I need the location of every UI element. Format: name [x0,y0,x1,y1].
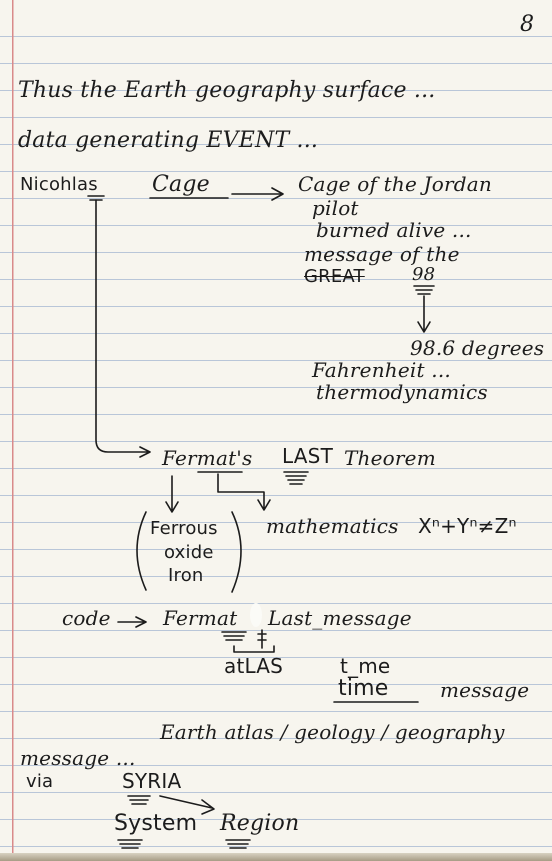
syria-arrow [159,795,215,815]
word-iron: Iron [168,565,204,586]
word-mathematics: mathematics [266,514,399,538]
word-last-message: Last_message [268,606,412,630]
word-cage: Cage [152,172,210,197]
word-nicholas: Nicohlas [20,174,98,195]
word-code: code [62,606,111,630]
line-cage-of-jordan: Cage of the Jordan [298,172,492,196]
ferrous-arrow [165,475,179,513]
word-fermats: Fermat's [162,446,253,470]
nicholas-to-fermat-arrow [95,199,151,458]
left-paren [136,511,147,591]
fermat-ticks [221,631,247,641]
line-burned-alive: burned alive ... [316,218,472,242]
syria-ticks [127,795,151,805]
word-oxide: oxide [164,542,214,563]
cage-arrow [231,187,284,201]
word-message-tail: message [440,678,530,702]
line-message-of: message of the [304,242,460,266]
code-arrow [117,616,147,628]
word-t-me: t_me [340,654,391,678]
word-system: System [114,811,198,836]
ninety-eight-ticks [413,285,435,295]
word-last: LAST [282,444,333,468]
word-region: Region [220,811,300,836]
word-time: time [338,676,389,701]
page-number: 8 [520,12,535,37]
ninety-eight-arrow [417,295,431,333]
white-smudge [250,603,262,627]
atlas-bracket [233,645,275,653]
region-ticks [225,839,251,849]
line-message-dots: message ... [20,746,136,770]
equation-fermat: Xⁿ+Yⁿ≠Zⁿ [418,514,517,538]
last-ticks [283,471,309,485]
math-branch-arrow [217,473,271,511]
last-ticks-small [257,629,267,649]
system-ticks [117,839,143,849]
word-great: GREAT [304,266,365,287]
word-fermat: Fermat [163,606,238,630]
word-via: via [26,771,54,792]
line-98-6-degrees: 98.6 degrees [410,336,545,360]
word-98: 98 [412,264,436,285]
word-atlas: atLAS [224,654,284,678]
right-paren [231,511,242,593]
page-bottom-edge [0,853,552,861]
word-ferrous: Ferrous [150,518,218,539]
word-thermodynamics: thermodynamics [316,380,488,404]
word-theorem: Theorem [344,446,436,470]
word-fahrenheit: Fahrenheit ... [312,358,451,382]
line-data-generating: data generating EVENT ... [18,128,319,153]
line-earth-atlas: Earth atlas / geology / geography [160,720,505,744]
word-syria: SYRIA [122,769,182,793]
word-pilot: pilot [312,196,359,220]
line-earth-geography: Thus the Earth geography surface ... [18,78,436,103]
